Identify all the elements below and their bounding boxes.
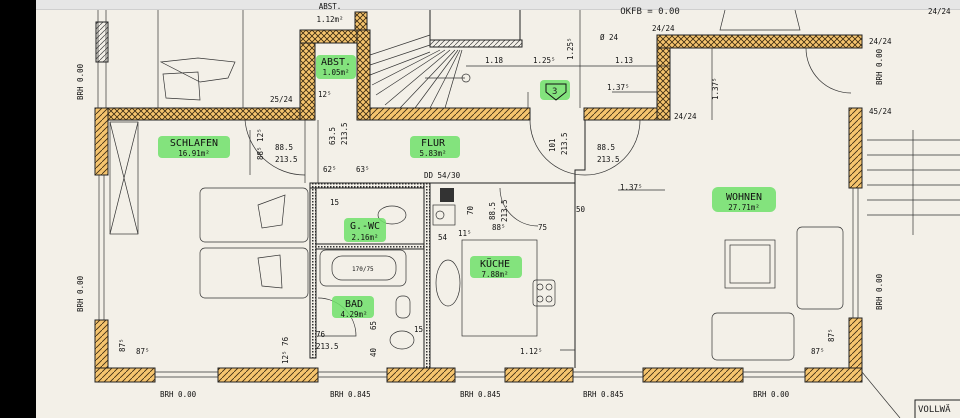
room-area-schlafen: 16.91m²	[178, 149, 210, 158]
sill-height-labels: BRH 0.00 BRH 0.845 BRH 0.845 BRH 0.845 B…	[76, 48, 884, 399]
dimension: 1.25⁵	[533, 56, 556, 65]
room-labels: SCHLAFEN 16.91m² ABST. 1.05m² FLUR 5.83m…	[170, 2, 762, 319]
room-area-wohnen: 27.71m²	[728, 203, 760, 212]
sill-label: BRH 0.00	[875, 273, 884, 310]
dimension: 213.5	[500, 199, 509, 222]
doors	[244, 47, 852, 337]
room-name-kueche: KÜCHE	[480, 257, 510, 270]
floor-level-label: OKFB = 0.00	[620, 7, 680, 17]
dimension: 213.5	[560, 132, 569, 155]
dimension: 88.5	[488, 202, 497, 220]
dimension: 1.37⁵	[607, 83, 630, 92]
cut-room-area: 1.12m²	[316, 15, 343, 24]
dimension: 54	[438, 233, 448, 242]
dimension: 12⁵	[318, 90, 332, 99]
dimension-labels: 25/24 12⁵ 1.18 1.25⁵ 1.25⁵ Ø 24 24/24 1.…	[118, 7, 951, 364]
floor-plan-paper	[36, 10, 960, 418]
dimension: Ø 24	[600, 33, 619, 42]
dimension: 15	[414, 325, 423, 334]
dimension: 1.18	[485, 56, 504, 65]
dimension: DD 54/30	[424, 171, 461, 180]
sill-label: BRH 0.00	[76, 275, 85, 312]
dimension: 87⁵	[136, 347, 150, 356]
sill-label: BRH 0.00	[875, 48, 884, 85]
dimension: 65	[369, 321, 378, 330]
dimension: 1.37⁵	[711, 77, 720, 100]
dimension: 213.5	[340, 122, 349, 145]
legend-box: VOLLWÄ	[861, 371, 960, 418]
dimension: 87⁵	[811, 347, 825, 356]
furniture	[109, 121, 960, 361]
dimension: 24/24	[674, 112, 697, 121]
dimension: 87⁵	[827, 328, 836, 342]
dimension: 63⁵	[356, 165, 370, 174]
dimension: 24/24	[928, 7, 951, 16]
dimension: 88⁵ 12⁵	[256, 128, 265, 160]
room-name-abst: ABST.	[321, 57, 351, 68]
dimension: 12⁵ 76	[281, 336, 290, 364]
dimension: 87⁵	[118, 338, 127, 352]
room-highlights	[158, 55, 776, 318]
dimension: 40	[369, 347, 378, 357]
dimension: 1.37⁵	[620, 183, 643, 192]
dimension: 88.5	[275, 143, 293, 152]
stair-level-marker: 3	[545, 83, 567, 101]
sill-label: BRH 0.00	[753, 390, 790, 399]
room-name-wohnen: WOHNEN	[726, 192, 762, 203]
sill-label: BRH 0.00	[76, 63, 85, 100]
dimension: 24/24	[652, 24, 675, 33]
dimension: 76	[316, 330, 326, 339]
walls	[94, 29, 863, 383]
room-name-flur: FLUR	[421, 138, 446, 149]
sill-label: BRH 0.00	[160, 390, 197, 399]
dimension: 170/75	[352, 266, 374, 273]
cut-room-name: ABST.	[319, 2, 342, 11]
dimension: 24/24	[869, 37, 892, 46]
dimension: 50	[576, 205, 586, 214]
dimension: 11⁵	[458, 229, 472, 238]
dimension: 1.13	[615, 56, 633, 65]
sill-label: BRH 0.845	[460, 390, 501, 399]
dimension: 25/24	[270, 95, 293, 104]
dimension: 88⁵	[492, 223, 506, 232]
dimension: 15	[330, 198, 339, 207]
room-area-bad: 4.29m²	[340, 310, 367, 319]
dimension: 70	[466, 205, 475, 215]
dimension: 1.25⁵	[566, 37, 575, 60]
dimension: 62⁵	[323, 165, 337, 174]
room-area-abst: 1.05m²	[322, 68, 349, 77]
dimension: 88.5	[597, 143, 615, 152]
neighbour-walls	[95, 9, 801, 108]
dimension: 213.5	[316, 342, 339, 351]
room-name-bad: BAD	[345, 299, 363, 310]
dimension: 75	[538, 223, 547, 232]
dimension: 1.12⁵	[520, 347, 543, 356]
sill-label: BRH 0.845	[330, 390, 371, 399]
dimension: 63.5	[328, 127, 337, 145]
room-area-kueche: 7.88m²	[481, 270, 508, 279]
room-area-gwc: 2.16m²	[351, 233, 378, 242]
dimension: 213.5	[597, 155, 620, 164]
legend-box-label: VOLLWÄ	[918, 404, 951, 415]
room-name-schlafen: SCHLAFEN	[170, 138, 218, 149]
window-top-bar	[36, 0, 960, 10]
dimension: 213.5	[275, 155, 298, 164]
dimension: 101	[548, 138, 557, 152]
svg-text:3: 3	[552, 87, 557, 97]
sill-label: BRH 0.845	[583, 390, 624, 399]
dimension: 45/24	[869, 107, 892, 116]
staircase	[369, 34, 471, 109]
room-name-gwc: G.-WC	[350, 221, 380, 232]
room-area-flur: 5.83m²	[419, 149, 446, 158]
